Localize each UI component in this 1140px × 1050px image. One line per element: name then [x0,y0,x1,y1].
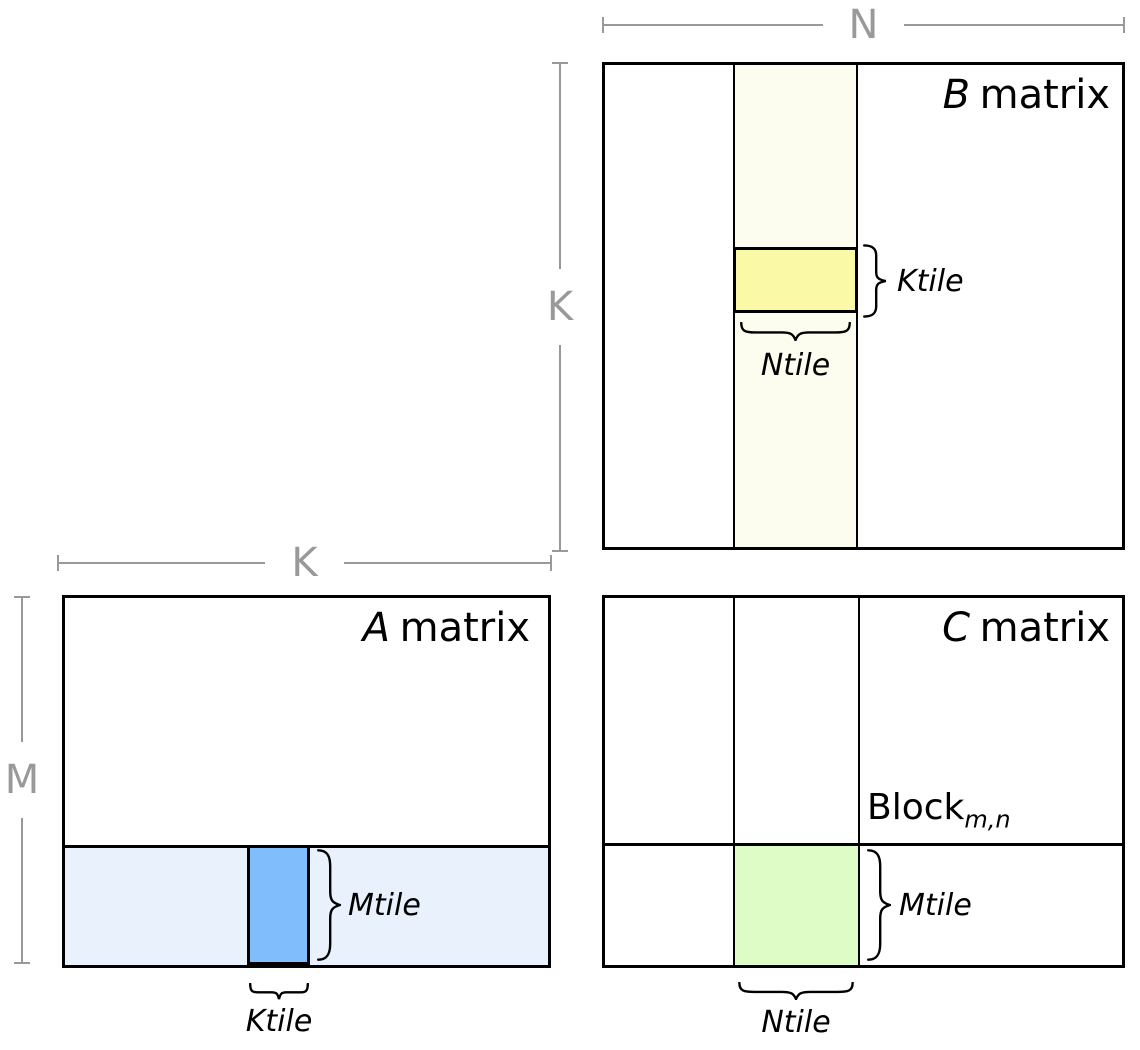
matrix-b-ktile-label: Ktile [897,264,964,299]
matrix-a-title-letter: A [362,605,391,651]
dimension-label-m: M [4,757,40,803]
ruler-tick [552,62,568,64]
block-subscript: m,n [964,805,1011,834]
ruler-tick [602,17,604,33]
ruler-line [559,64,561,269]
ruler-line [59,562,266,564]
matrix-a-ktile-label: Ktile [245,1004,313,1039]
matrix-c-title-letter: C [942,605,971,651]
ruler-line [559,345,561,550]
matrix-a-mtile-ktile-tile [247,845,310,965]
matrix-b-ntile-label: Ntile [760,348,831,383]
matrix-c-title-word: matrix [979,605,1110,651]
ntile-underbrace-icon [737,982,855,1000]
block-word: Block [867,787,965,828]
ruler-line [604,24,823,26]
matrix-c-mtile-ntile-block [733,846,860,965]
matrix-c-block-label: Blockm,n [867,788,1011,833]
ruler-tick [14,962,30,964]
dimension-ruler-k-vertical: K [544,62,576,552]
ruler-tick [14,596,30,598]
matrix-c-ntile-label: Ntile [761,1005,831,1040]
dimension-ruler-n: N [602,5,1126,45]
ruler-line [343,562,551,564]
matrix-c-mtile-label: Mtile [899,888,972,923]
matrix-a-title-word: matrix [399,605,530,651]
ruler-tick [550,555,553,571]
matrix-b-ktile-ntile-tile [733,247,858,313]
dimension-label-k: K [291,540,318,586]
ruler-line [904,24,1124,26]
mtile-brace-icon [867,848,891,962]
matrix-c-grid-line [605,843,1122,846]
ktile-underbrace-icon [249,983,309,1000]
dimension-label-n: N [848,2,879,48]
mtile-brace-icon [317,848,341,962]
ruler-line [21,598,23,742]
ktile-brace-icon [863,244,887,318]
matrix-c-grid-line [733,598,735,965]
dimension-label-k: K [546,284,574,330]
ruler-tick [552,550,568,552]
matrix-c-grid-line [858,598,860,965]
ruler-tick [1123,17,1126,33]
matrix-a-mtile-label: Mtile [348,888,421,923]
dimension-ruler-m: M [4,596,40,964]
dimension-ruler-k-horizontal: K [57,543,553,583]
ntile-underbrace-icon [739,322,852,341]
ruler-tick [57,555,59,571]
ruler-line [21,818,23,962]
matrix-b-title-letter: B [942,72,971,118]
matrix-b-title-word: matrix [979,72,1110,118]
